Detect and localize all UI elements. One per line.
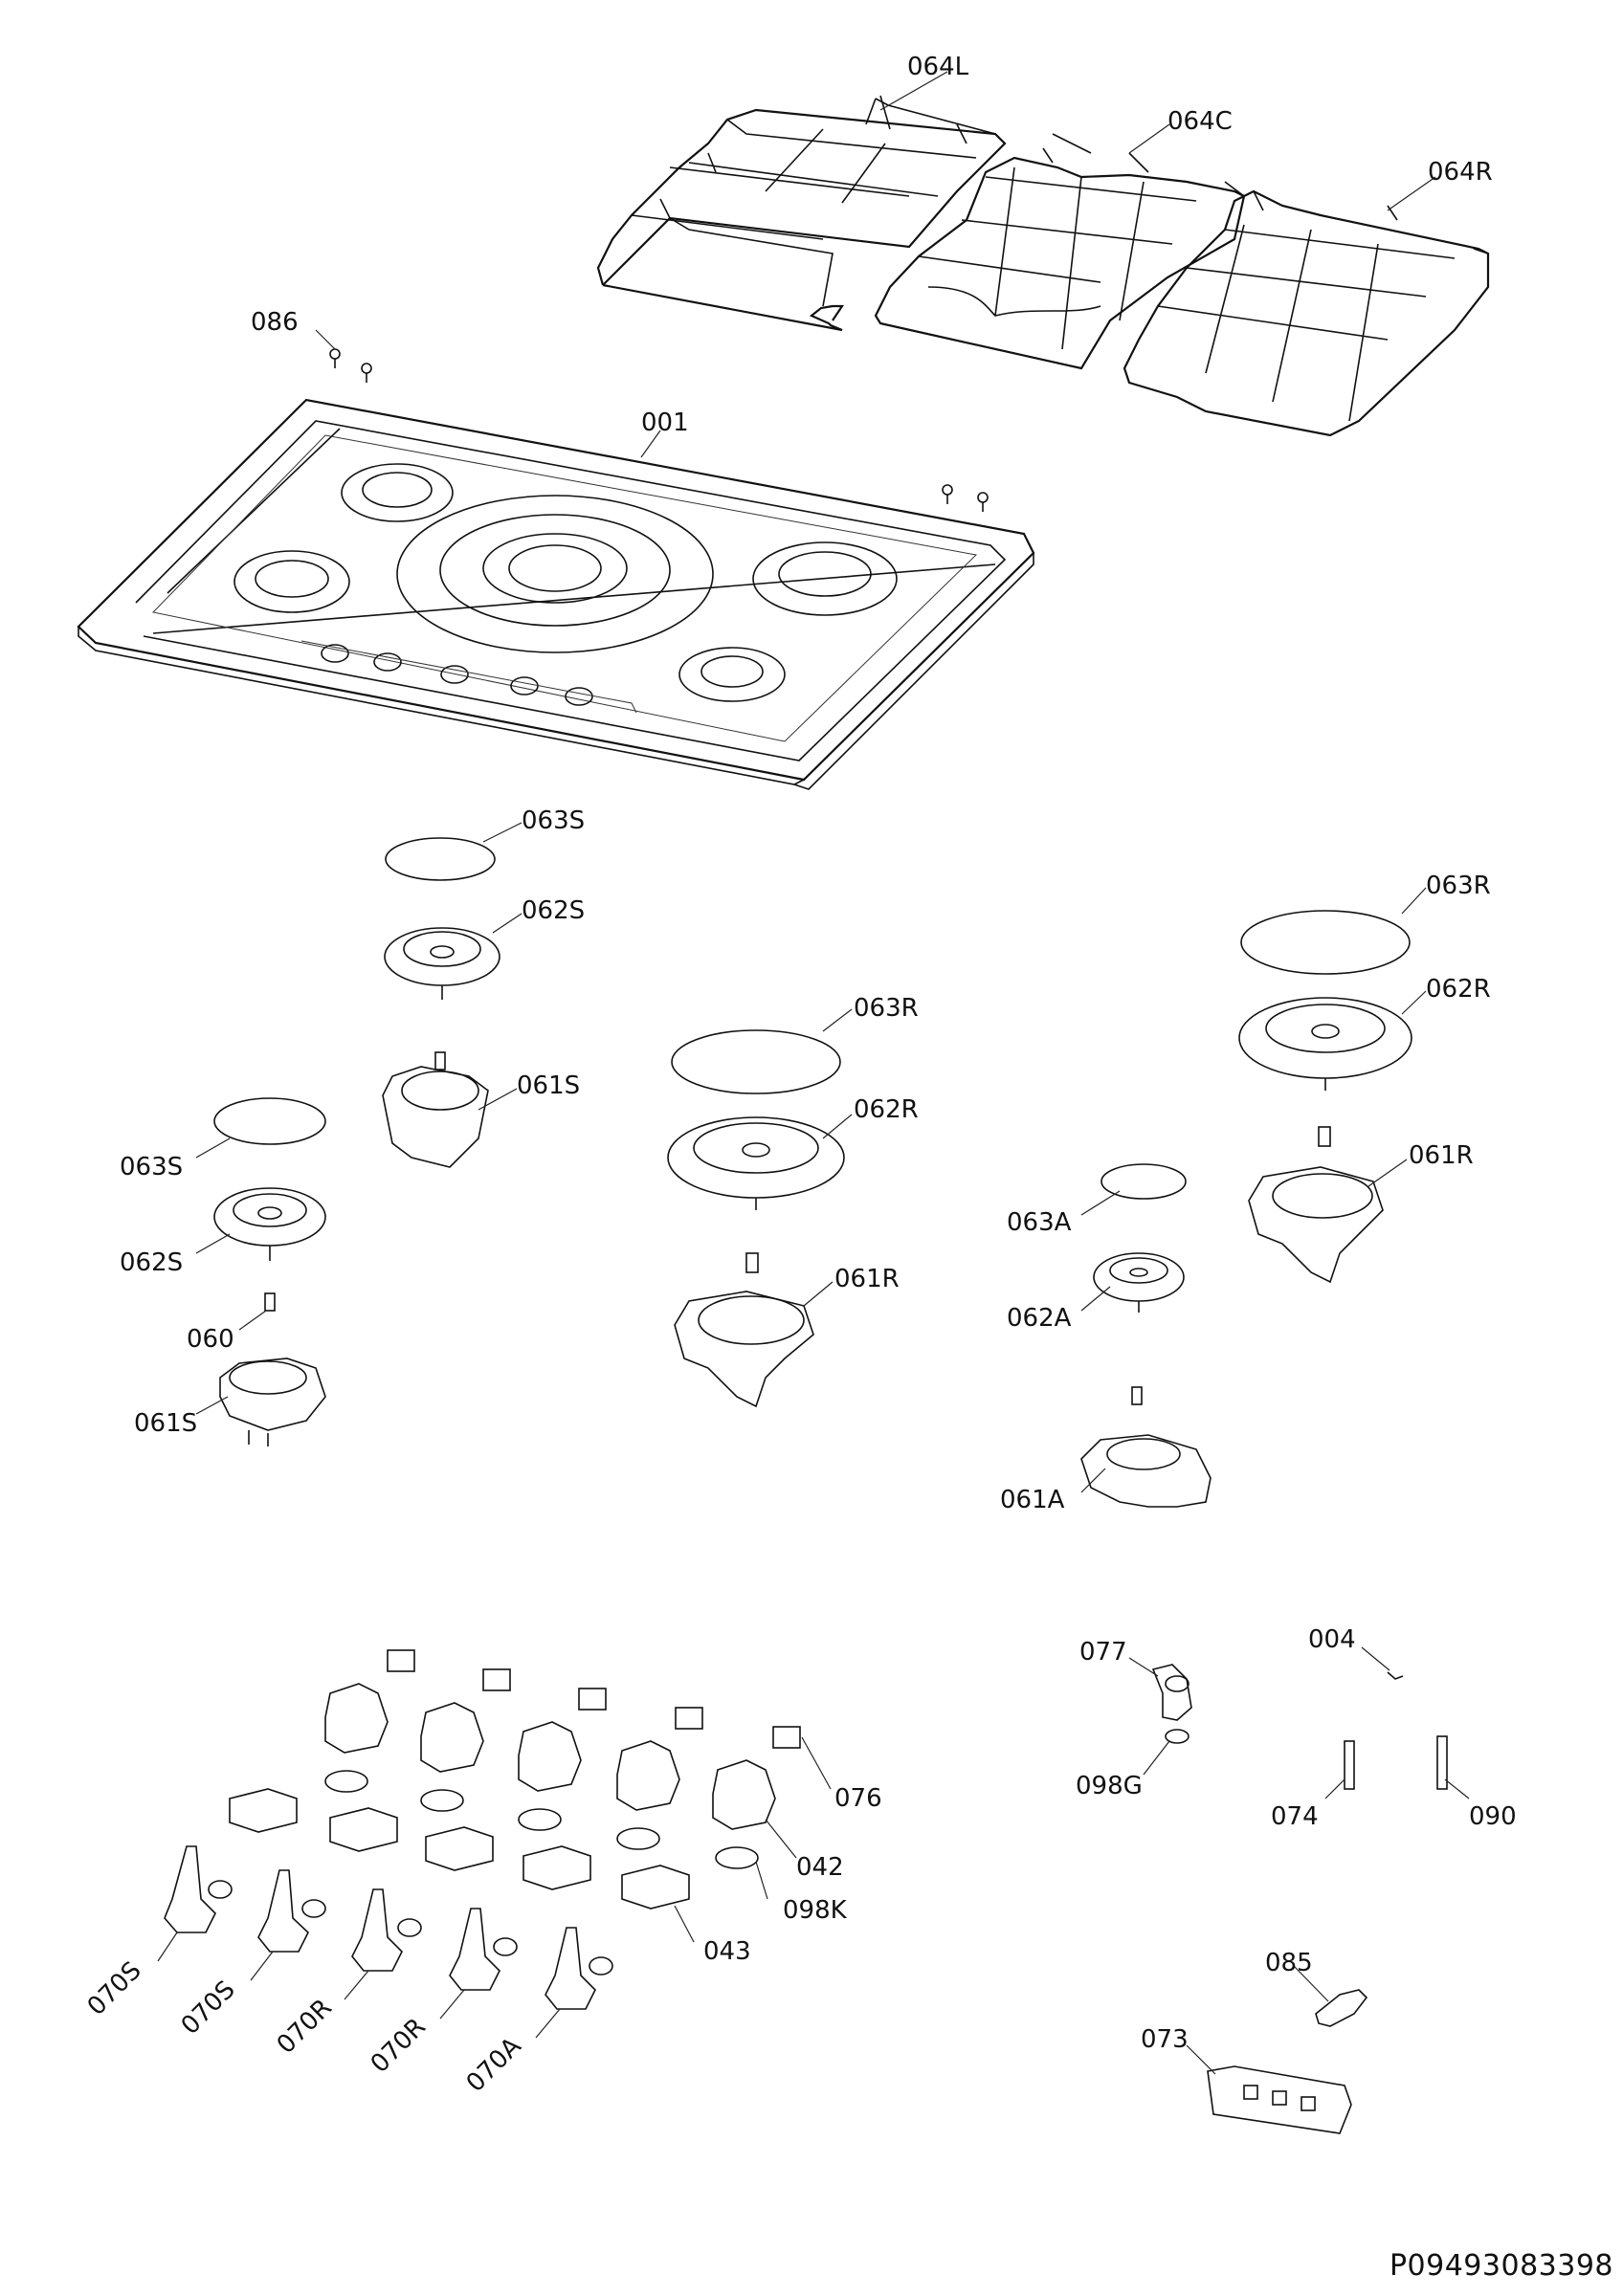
ignition-cable-085 — [1315, 1989, 1368, 2027]
label-043: 043 — [703, 1937, 751, 1966]
burner-cap-063s-left — [213, 1097, 326, 1145]
label-063a: 063A — [1007, 1208, 1072, 1237]
knobs-042 — [324, 1683, 776, 1830]
label-064r: 064R — [1428, 158, 1493, 187]
label-064c: 064C — [1167, 107, 1233, 136]
label-070s-1: 070S — [82, 1956, 147, 2021]
knob-clips-076 — [387, 1649, 801, 1749]
label-064l: 064L — [907, 53, 969, 81]
label-061s-top: 061S — [517, 1071, 580, 1100]
label-085: 085 — [1265, 1949, 1313, 1977]
label-062s-top: 062S — [522, 896, 585, 925]
label-086: 086 — [251, 308, 299, 337]
label-073: 073 — [1141, 2025, 1189, 2054]
thermocouple-074 — [1344, 1740, 1355, 1790]
label-076: 076 — [834, 1784, 882, 1813]
label-061r-right: 061R — [1409, 1141, 1474, 1170]
label-061s-left: 061S — [134, 1409, 197, 1438]
burner-base-061s-left — [219, 1358, 326, 1446]
label-061r-center: 061R — [834, 1265, 900, 1293]
burner-base-061s-top — [382, 1051, 489, 1168]
label-070a: 070A — [461, 2032, 527, 2098]
label-090: 090 — [1469, 1802, 1517, 1831]
label-062r-center: 062R — [854, 1095, 919, 1124]
label-063s-top: 063S — [522, 806, 585, 835]
label-074: 074 — [1271, 1802, 1319, 1831]
label-060: 060 — [187, 1325, 234, 1354]
label-077: 077 — [1079, 1638, 1127, 1667]
pan-support-right — [1123, 189, 1490, 437]
pan-support-center — [874, 133, 1246, 370]
elbow-077 — [1151, 1664, 1192, 1721]
burner-base-061r-center — [674, 1252, 814, 1408]
burner-crown-062r-center — [667, 1116, 845, 1210]
label-062s-left: 062S — [120, 1248, 183, 1277]
burner-base-061a — [1080, 1386, 1212, 1508]
ignition-unit-073 — [1207, 2065, 1352, 2134]
knob-seals-098k — [324, 1770, 759, 1869]
label-001: 001 — [641, 408, 689, 437]
label-063s-left: 063S — [120, 1153, 183, 1181]
label-063r-center: 063R — [854, 994, 919, 1023]
leader-lines — [157, 71, 1470, 2075]
burner-crown-062s-top — [384, 927, 500, 1000]
hob-top-001 — [77, 398, 1035, 790]
gas-valves-070 — [164, 1845, 613, 2010]
label-063r-right: 063R — [1426, 872, 1491, 900]
label-098g: 098G — [1076, 1772, 1143, 1800]
document-number: P09493083398 — [1389, 2249, 1613, 2283]
seal-098g — [1165, 1729, 1189, 1744]
label-098k: 098K — [783, 1896, 848, 1925]
spark-plug-090 — [1436, 1735, 1448, 1790]
label-061a: 061A — [1000, 1486, 1065, 1514]
clip-004 — [1387, 1671, 1404, 1680]
microswitches-043 — [229, 1788, 690, 1910]
burner-crown-062r-right — [1238, 997, 1412, 1091]
label-042: 042 — [796, 1853, 844, 1882]
pan-support-left — [596, 95, 1007, 332]
burner-cap-063r-right — [1240, 910, 1411, 975]
burner-crown-062a — [1093, 1252, 1185, 1313]
burner-base-061r-right — [1248, 1126, 1384, 1284]
injector-060 — [264, 1292, 276, 1312]
burner-cap-063r-center — [671, 1029, 841, 1094]
label-004: 004 — [1308, 1625, 1356, 1654]
burner-cap-063s-top — [385, 837, 496, 881]
label-070s-2: 070S — [176, 1976, 241, 2041]
burner-cap-063a — [1101, 1163, 1187, 1200]
burner-crown-062s-left — [213, 1187, 326, 1261]
label-070r-2: 070R — [366, 2013, 432, 2079]
label-062r-right: 062R — [1426, 975, 1491, 1004]
screws-086 — [329, 348, 989, 512]
label-070r-1: 070R — [272, 1994, 338, 2060]
label-062a: 062A — [1007, 1304, 1072, 1333]
